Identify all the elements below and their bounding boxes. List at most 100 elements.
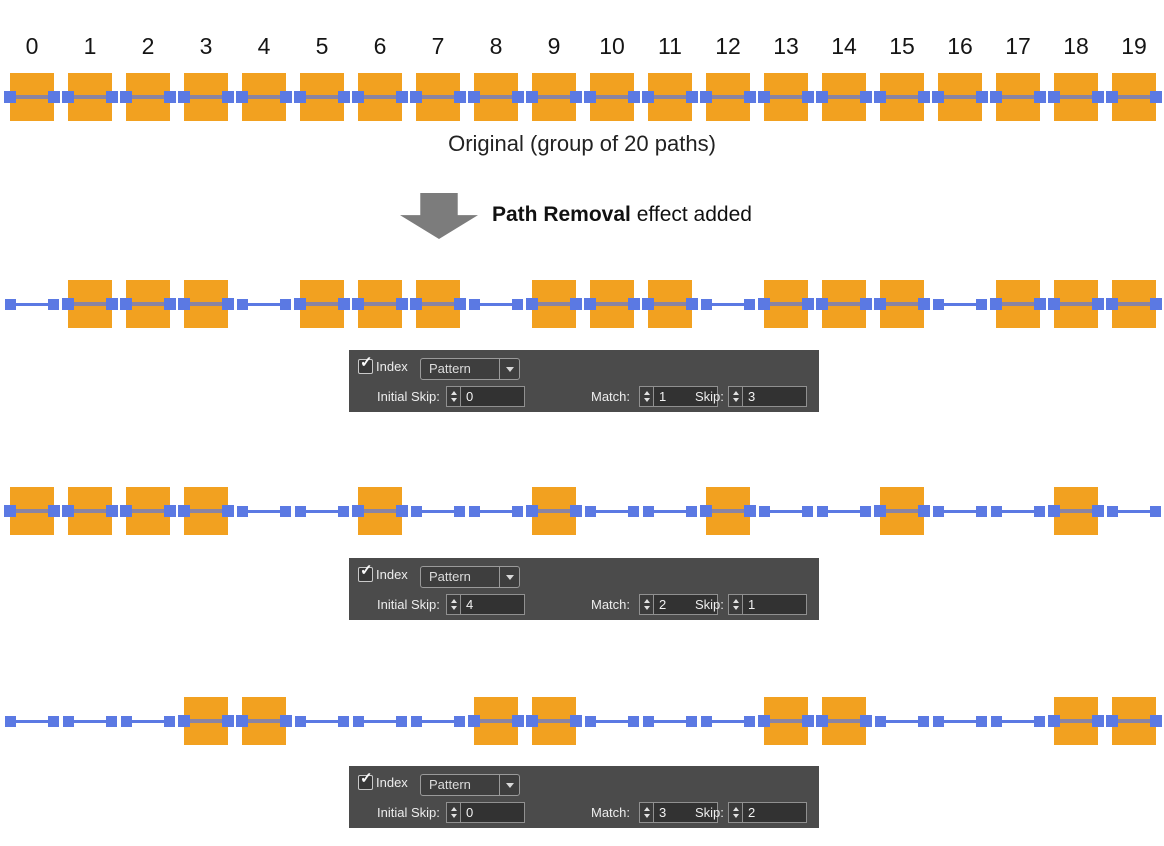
- index-checkbox[interactable]: ✓: [358, 354, 373, 374]
- anchor-point: [802, 298, 814, 310]
- pattern-dropdown[interactable]: Pattern: [420, 358, 520, 380]
- index-checkbox[interactable]: ✓: [358, 770, 373, 790]
- index-checkbox-label: Index: [376, 359, 408, 374]
- match-stepper[interactable]: [639, 594, 654, 615]
- anchor-point: [512, 715, 524, 727]
- anchor-point: [643, 716, 654, 727]
- path-item-removed: [757, 487, 815, 535]
- path-line: [589, 510, 635, 513]
- path-line: [67, 720, 113, 723]
- skip-label: Skip:: [695, 805, 724, 820]
- anchor-point: [468, 715, 480, 727]
- match-stepper[interactable]: [639, 386, 654, 407]
- anchor-point: [584, 91, 596, 103]
- anchor-point: [1092, 298, 1104, 310]
- path-item-square: [351, 487, 409, 535]
- anchor-point: [469, 506, 480, 517]
- anchor-point: [526, 91, 538, 103]
- dropdown-arrow-button[interactable]: [499, 567, 519, 587]
- path-index-label: 6: [373, 33, 387, 59]
- dropdown-arrow-button[interactable]: [499, 775, 519, 795]
- skip-stepper[interactable]: [728, 802, 743, 823]
- anchor-point: [410, 298, 422, 310]
- checkmark-icon: ✓: [360, 770, 373, 787]
- anchor-point: [686, 298, 698, 310]
- dropdown-arrow-button[interactable]: [499, 359, 519, 379]
- anchor-point: [874, 91, 886, 103]
- anchor-point: [918, 91, 930, 103]
- anchor-point: [280, 506, 291, 517]
- anchor-point: [236, 715, 248, 727]
- path-item-removed: [1105, 487, 1163, 535]
- match-stepper[interactable]: [639, 802, 654, 823]
- path-line: [123, 302, 173, 306]
- skip-input[interactable]: 1: [743, 594, 807, 615]
- match-input[interactable]: 1: [654, 386, 718, 407]
- path-item-removed: [931, 280, 989, 328]
- path-line: [935, 95, 985, 99]
- path-item-square: [293, 280, 351, 328]
- path-line: [937, 720, 983, 723]
- stepper-up-icon: [450, 598, 457, 603]
- anchor-point: [570, 715, 582, 727]
- stepper-down-icon: [450, 606, 457, 611]
- path-item-square: [699, 487, 757, 535]
- initial-skip-control: 0: [446, 386, 525, 407]
- path-index-label: 3: [199, 33, 213, 59]
- path-line: [241, 303, 287, 306]
- anchor-point: [802, 506, 813, 517]
- anchor-point: [164, 505, 176, 517]
- path-line: [819, 302, 869, 306]
- path-index-label: 0: [25, 33, 39, 59]
- pattern-dropdown[interactable]: Pattern: [420, 774, 520, 796]
- path-item-removed: [641, 487, 699, 535]
- anchor-point: [120, 505, 132, 517]
- anchor-point: [512, 299, 523, 310]
- skip-input[interactable]: 3: [743, 386, 807, 407]
- path-item-square: [989, 280, 1047, 328]
- match-input[interactable]: 3: [654, 802, 718, 823]
- anchor-point: [352, 91, 364, 103]
- initial-skip-stepper[interactable]: [446, 594, 461, 615]
- anchor-point: [5, 716, 16, 727]
- path-item-square: [1047, 697, 1105, 745]
- path-line: [877, 302, 927, 306]
- initial-skip-input[interactable]: 0: [461, 386, 525, 407]
- anchor-point: [918, 505, 930, 517]
- path-index-label: 10: [599, 33, 625, 59]
- skip-stepper[interactable]: [728, 594, 743, 615]
- skip-stepper[interactable]: [728, 386, 743, 407]
- anchor-point: [976, 506, 987, 517]
- match-input[interactable]: 2: [654, 594, 718, 615]
- anchor-point: [1107, 506, 1118, 517]
- anchor-point: [63, 716, 74, 727]
- pattern-controls-panel-1: ✓ Index Pattern Initial Skip: 0 Match: 1…: [349, 350, 819, 412]
- stepper-up-icon: [643, 806, 650, 811]
- pattern-dropdown-value: Pattern: [429, 777, 471, 792]
- path-line: [1051, 95, 1101, 99]
- anchor-point: [1048, 715, 1060, 727]
- initial-skip-input[interactable]: 4: [461, 594, 525, 615]
- anchor-point: [338, 91, 350, 103]
- chevron-down-icon: [505, 782, 514, 788]
- initial-skip-input[interactable]: 0: [461, 802, 525, 823]
- stepper-up-icon: [643, 390, 650, 395]
- path-line: [181, 719, 231, 723]
- initial-skip-stepper[interactable]: [446, 386, 461, 407]
- pattern-dropdown-value: Pattern: [429, 569, 471, 584]
- anchor-point: [585, 506, 596, 517]
- skip-input[interactable]: 2: [743, 802, 807, 823]
- anchor-point: [701, 299, 712, 310]
- index-checkbox[interactable]: ✓: [358, 562, 373, 582]
- path-line: [239, 95, 289, 99]
- anchor-point: [222, 715, 234, 727]
- path-item-square: [1047, 280, 1105, 328]
- match-label: Match:: [591, 389, 631, 404]
- path-index-label: 15: [889, 33, 915, 59]
- pattern-dropdown[interactable]: Pattern: [420, 566, 520, 588]
- anchor-point: [976, 299, 987, 310]
- initial-skip-stepper[interactable]: [446, 802, 461, 823]
- anchor-point: [526, 298, 538, 310]
- anchor-point: [352, 298, 364, 310]
